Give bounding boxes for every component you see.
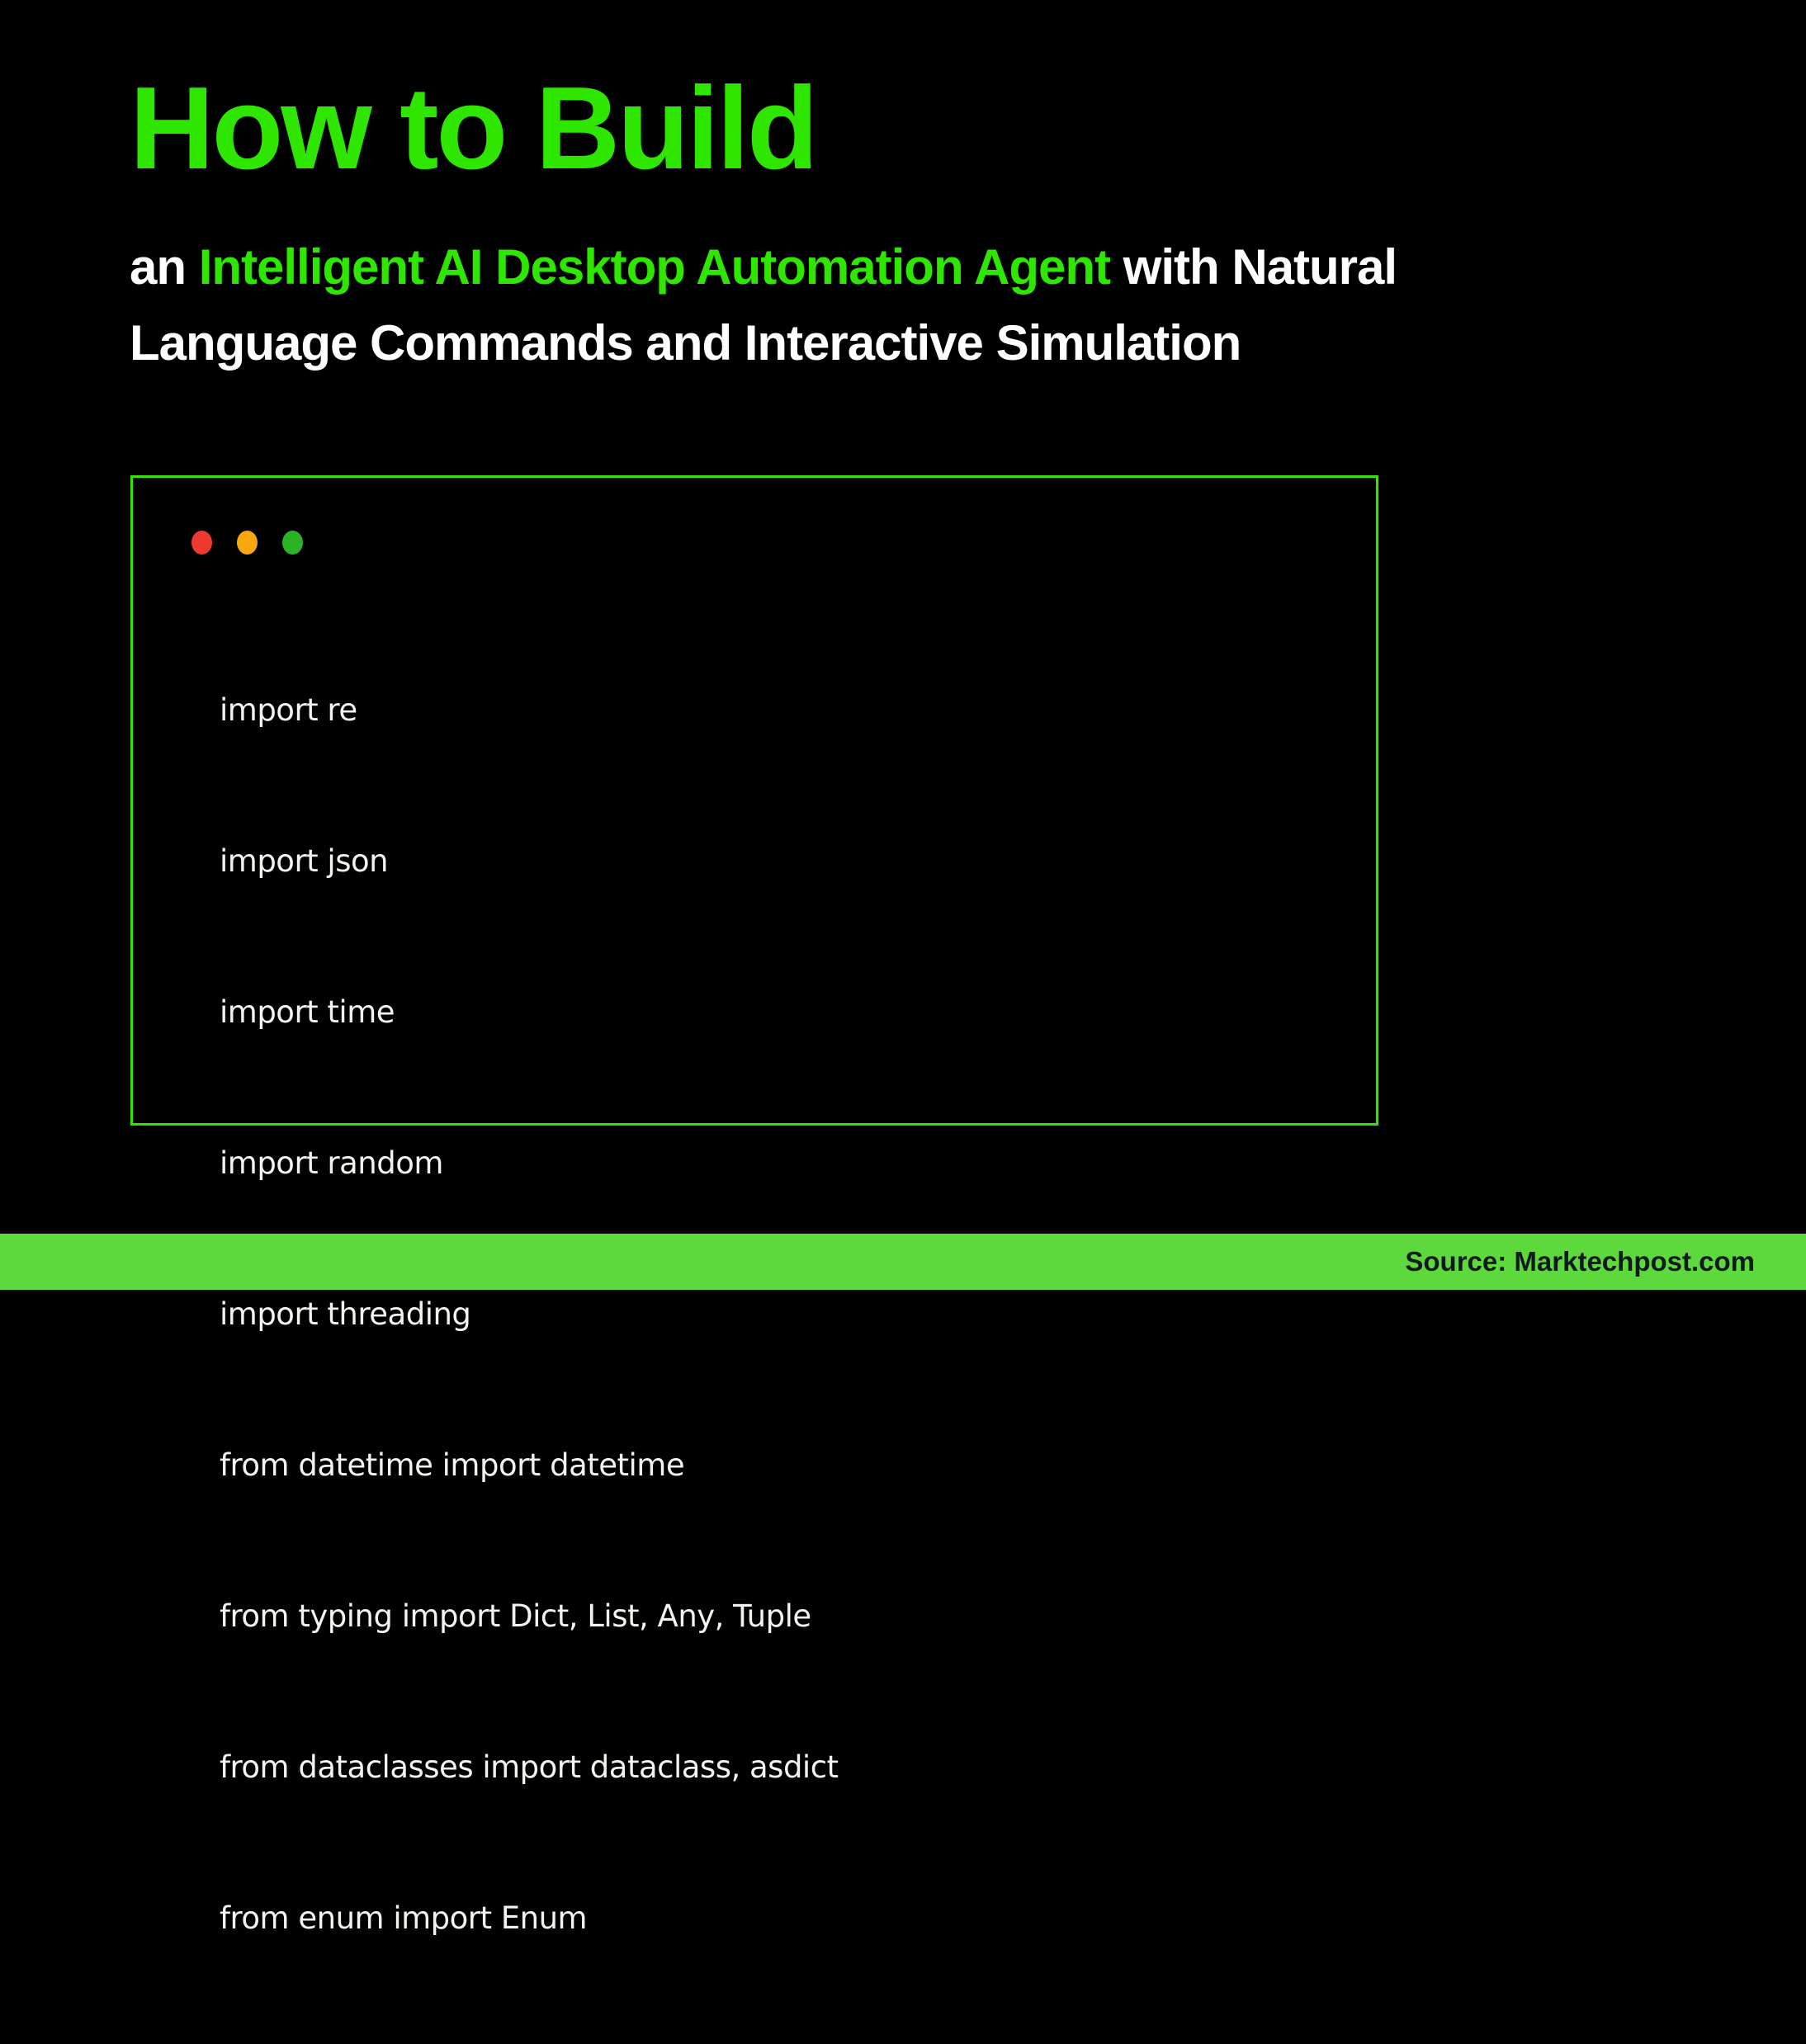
code-line: import threading [220, 1296, 471, 1332]
page-subtitle: an Intelligent AI Desktop Automation Age… [130, 229, 1698, 381]
maximize-dot-icon [282, 531, 303, 555]
window-controls [191, 531, 1376, 555]
subtitle-suffix-line2: Language Commands and Interactive Simula… [130, 315, 1241, 371]
code-line: from dataclasses import dataclass, asdic… [220, 1749, 839, 1785]
code-window: import re import json import time import… [130, 475, 1378, 1936]
code-line: import re [220, 692, 357, 728]
close-dot-icon [191, 531, 212, 555]
source-label: Source: Marktechpost.com [1405, 1246, 1755, 1277]
code-line: from typing import Dict, List, Any, Tupl… [220, 1598, 811, 1634]
subtitle-prefix: an [130, 239, 199, 295]
source-bar: Source: Marktechpost.com [0, 1234, 1806, 1290]
code-line: import time [220, 994, 395, 1030]
minimize-dot-icon [237, 531, 258, 555]
code-block: import re import json import time import… [220, 584, 1376, 2044]
code-line: from enum import Enum [220, 1900, 588, 1936]
code-line: import json [220, 843, 389, 879]
article-cover-banner: How to Build an Intelligent AI Desktop A… [0, 63, 1806, 1936]
subtitle-highlight: Intelligent AI Desktop Automation Agent [198, 239, 1111, 295]
code-line: import random [220, 1145, 443, 1181]
page-title: How to Build [130, 63, 819, 194]
subtitle-suffix-line1: with Natural [1110, 239, 1397, 295]
code-line: from datetime import datetime [220, 1447, 685, 1483]
